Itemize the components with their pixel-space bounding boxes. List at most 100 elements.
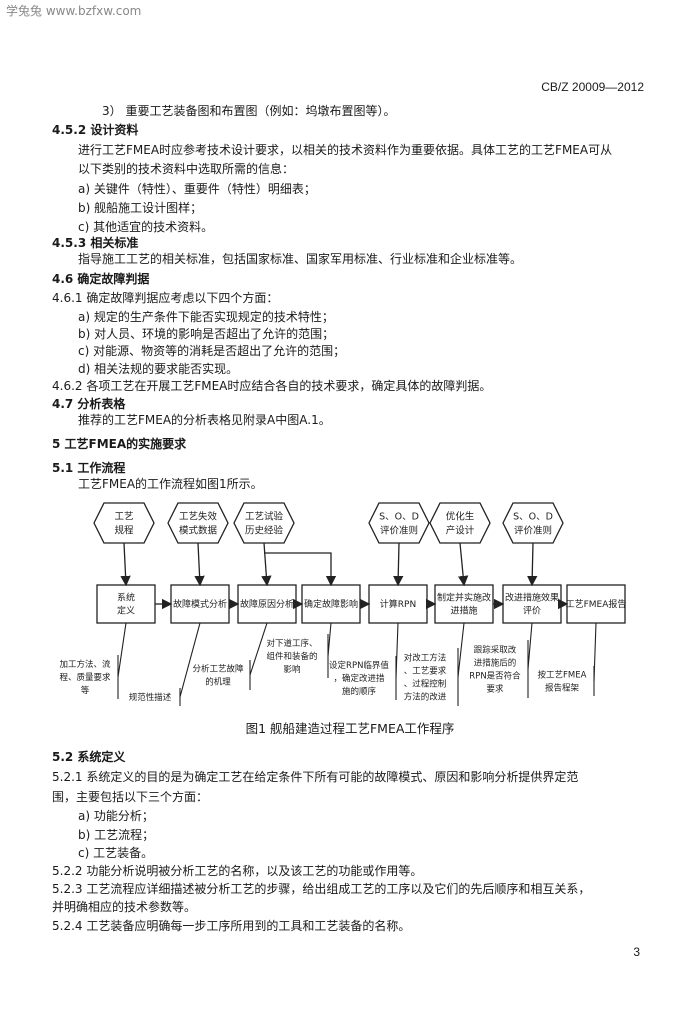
note-text: 报告程架 (545, 682, 580, 693)
note-text: 跟踪采取改 (474, 644, 517, 655)
watermark: 学兔兔 www.bzfxw.com (6, 4, 142, 18)
note-connector (117, 622, 127, 678)
process-step-box (502, 584, 562, 624)
process-step-label: 计算RPN (380, 598, 416, 610)
text-line: 以下类别的技术资料中选取所需的信息： (78, 162, 295, 176)
text-line: 5.2.4 工艺装备应明确每一步工序所用到的工具和工艺装备的名称。 (52, 919, 411, 933)
text-line: 围，主要包括以下三个方面： (52, 790, 209, 804)
section-heading: 4.6 确定故障判据 (52, 272, 150, 286)
hexagon-label: 规程 (114, 525, 134, 536)
hexagon-label: 工艺试验 (245, 510, 284, 522)
process-step-label: 制定并实施改 (437, 592, 491, 604)
note-text: 、工艺要求 (404, 665, 447, 676)
process-step-box (96, 584, 156, 624)
list-item: b) 工艺流程； (78, 828, 155, 842)
note-connector (179, 622, 201, 698)
page-number: 3 (633, 945, 640, 959)
input-hexagon (368, 502, 430, 544)
input-hexagon (233, 502, 295, 544)
hexagon-label: 工艺 (114, 511, 133, 522)
process-step-label: 改进措施效果 (505, 592, 559, 604)
text-line: 并明确相应的技术参数等。 (52, 900, 197, 914)
note-text: 对改工方法 (404, 652, 447, 663)
section-heading: 4.5.2 设计资料 (52, 123, 139, 137)
note-text: 设定RPN临界值 (329, 660, 389, 671)
note-text: 要求 (486, 683, 504, 694)
input-hexagon (93, 502, 155, 544)
text-line: 工艺FMEA的工作流程如图1所示。 (78, 477, 263, 491)
list-item: c) 工艺装备。 (78, 846, 154, 860)
note-connector (457, 622, 465, 678)
input-hexagon (167, 502, 229, 544)
process-step-label: 工艺FMEA报告 (566, 598, 627, 610)
text-line: 5.2.2 功能分析说明被分析工艺的名称，以及该工艺的功能或作用等。 (52, 864, 423, 878)
note-text: 程、质量要求 (59, 672, 111, 683)
text-line: 5.2.1 系统定义的目的是为确定工艺在给定条件下所有可能的故障模式、原因和影响… (52, 770, 579, 784)
list-item: b) 对人员、环境的影响是否超出了允许的范围； (78, 327, 335, 341)
input-hexagon (502, 502, 564, 544)
hexagon-label: 评价准则 (380, 524, 418, 536)
list-item: a) 关键件（特性）、重要件（特性）明细表； (78, 182, 316, 196)
note-text: 进措施后的 (474, 657, 517, 668)
note-text: 影响 (283, 664, 300, 675)
list-item: a) 规定的生产条件下能否实现规定的技术特性； (78, 310, 334, 324)
note-text: ，确定改进措 (333, 673, 385, 684)
process-step-label: 进措施 (450, 605, 477, 617)
process-step-label: 确定故障影响 (304, 598, 358, 610)
note-text: 按工艺FMEA (538, 669, 587, 680)
section-heading: 5 工艺FMEA的实施要求 (52, 437, 187, 451)
process-step-label: 评价 (523, 606, 541, 617)
input-arrow (194, 542, 205, 587)
input-arrow (120, 542, 131, 587)
text-line: 推荐的工艺FMEA的分析表格见附录A中图A.1。 (78, 413, 331, 427)
note-connector (249, 622, 268, 676)
note-text: 等 (81, 685, 90, 696)
note-connector (527, 622, 533, 670)
note-text: RPN是否符合 (469, 670, 521, 681)
text-line: 指导施工工艺的相关标准，包括国家标准、国家军用标准、行业标准和企业标准等。 (78, 252, 523, 266)
note-text: 加工方法、流 (59, 659, 111, 670)
section-heading: 4.7 分析表格 (52, 397, 126, 411)
process-step-label: 定义 (117, 605, 135, 617)
note-text: 、过程控制 (404, 678, 447, 689)
list-item: b) 舰船施工设计图样； (78, 201, 203, 215)
input-arrow (393, 542, 404, 587)
process-step-box (170, 584, 230, 624)
hexagon-label: 历史经验 (245, 524, 284, 536)
process-step-label: 故障原因分析 (240, 598, 294, 610)
text-line: 进行工艺FMEA时应参考技术设计要求，以相关的技术资料作为重要依据。具体工艺的工… (78, 143, 613, 157)
process-step-label: 系统 (117, 592, 135, 604)
note-connector (395, 622, 399, 679)
input-hexagon (429, 502, 491, 544)
input-arrow (264, 552, 337, 587)
note-text: 方法的改进 (404, 691, 447, 702)
input-arrow (527, 542, 538, 587)
note-text: 施的顺序 (342, 686, 377, 697)
note-text: 的机理 (205, 676, 231, 687)
note-text: 组件和装备的 (266, 651, 317, 662)
text-line: 4.6.1 确定故障判据应考虑以下四个方面： (52, 291, 279, 305)
list-item: a) 功能分析； (78, 809, 154, 823)
list-item: d) 相关法规的要求能否实现。 (78, 362, 239, 376)
hexagon-label: S、O、D (379, 511, 419, 522)
standard-code: CB/Z 20009—2012 (541, 80, 644, 94)
section-heading: 5.2 系统定义 (52, 750, 126, 764)
note-text: 规范性描述 (129, 692, 172, 703)
input-arrow (457, 542, 469, 587)
process-step-label: 故障模式分析 (173, 598, 227, 610)
text-line: 3） 重要工艺装备图和布置图（例如：坞墩布置图等）。 (102, 104, 396, 118)
hexagon-label: 工艺失效 (179, 510, 218, 522)
hexagon-label: 模式数据 (179, 524, 218, 536)
input-arrow (261, 542, 272, 587)
hexagon-label: 产设计 (446, 524, 475, 536)
note-connector (593, 622, 597, 682)
hexagon-label: 优化生 (446, 510, 475, 522)
note-connector (327, 622, 332, 657)
process-flow-diagram: 工艺规程工艺失效模式数据工艺试验历史经验S、O、D评价准则优化生产设计S、O、D… (59, 502, 627, 706)
text-line: 4.6.2 各项工艺在开展工艺FMEA时应结合各自的技术要求，确定具体的故障判据… (52, 379, 492, 393)
note-text: 分析工艺故障 (192, 663, 244, 674)
section-heading: 5.1 工作流程 (52, 461, 126, 475)
figure-caption: 图1 舰船建造过程工艺FMEA工作程序 (245, 721, 455, 736)
section-heading: 4.5.3 相关标准 (52, 236, 139, 250)
list-item: c) 对能源、物资等的消耗是否超出了允许的范围； (78, 344, 346, 358)
